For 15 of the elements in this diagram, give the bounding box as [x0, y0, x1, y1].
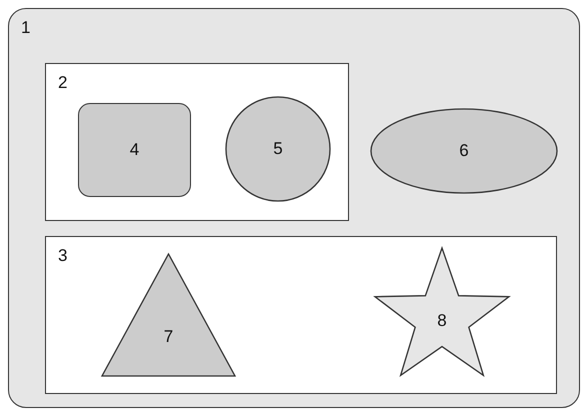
- circle: [226, 97, 330, 201]
- node-label: 6: [459, 141, 469, 161]
- group-box: [45, 236, 557, 394]
- container-panel: [8, 8, 580, 408]
- group-box: [45, 63, 349, 221]
- node-label: 3: [58, 246, 68, 266]
- node-label: 2: [58, 73, 68, 93]
- triangle: [102, 254, 235, 376]
- node-label: 5: [273, 139, 283, 159]
- ellipse: [371, 109, 557, 193]
- node-label: 1: [21, 18, 30, 38]
- rounded-box: [78, 103, 191, 197]
- node-label: 8: [437, 310, 447, 331]
- node-label: 4: [130, 140, 140, 160]
- node-label: 7: [164, 327, 174, 348]
